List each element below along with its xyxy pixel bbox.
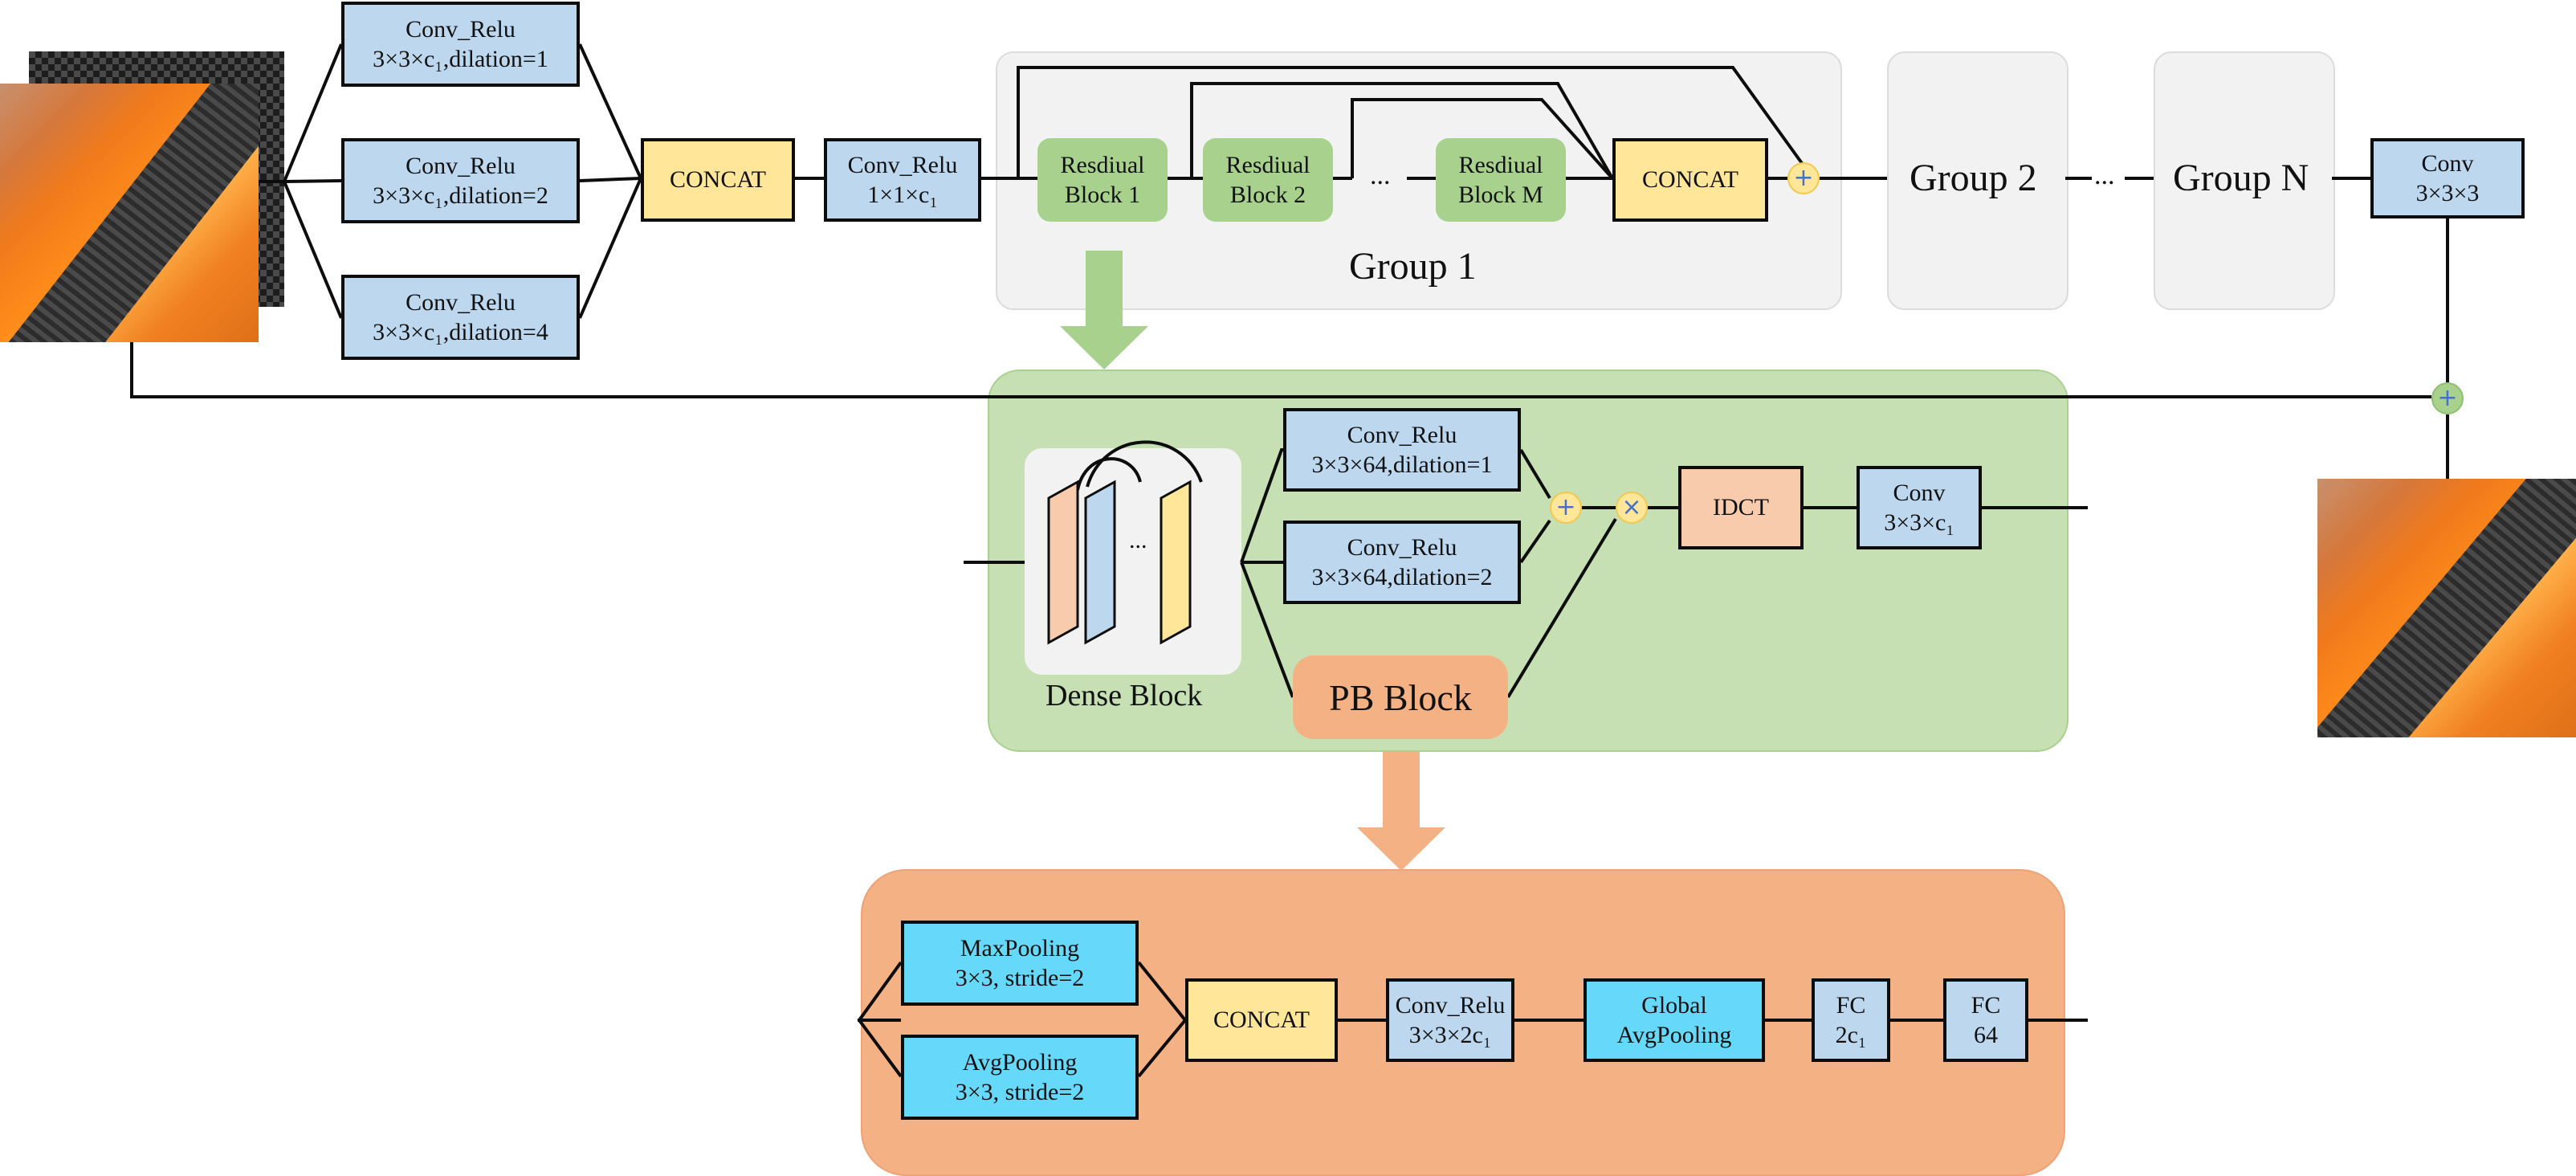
global-add-icon: + [2431, 382, 2464, 414]
pb-block: PB Block [1293, 655, 1508, 739]
input-concat: CONCAT [641, 138, 795, 222]
dense-block-layers [1047, 480, 1192, 645]
group2-label: Group 2 [1910, 157, 2037, 199]
expand-arrow-green [1060, 251, 1148, 370]
group1-label: Group 1 [1349, 245, 1477, 288]
block-add-icon: + [1550, 492, 1582, 524]
groupN-label: Group N [2173, 157, 2309, 199]
pb-concat: CONCAT [1185, 978, 1338, 1062]
expand-arrow-orange [1357, 752, 1445, 871]
idct-box: IDCT [1678, 466, 1804, 549]
block-multiply-icon: × [1616, 492, 1648, 524]
input-image [0, 84, 259, 342]
group1-add-icon: + [1787, 162, 1820, 194]
residual-ellipsis: ... [1370, 161, 1391, 190]
dense-block-label: Dense Block [1045, 679, 1203, 713]
groupN-panel [2154, 51, 2335, 310]
dense-ellipsis: ... [1129, 527, 1147, 553]
group1-concat: CONCAT [1612, 138, 1768, 222]
groups-ellipsis: ... [2094, 161, 2115, 190]
group2-panel [1887, 51, 2069, 310]
output-image [2317, 479, 2576, 737]
